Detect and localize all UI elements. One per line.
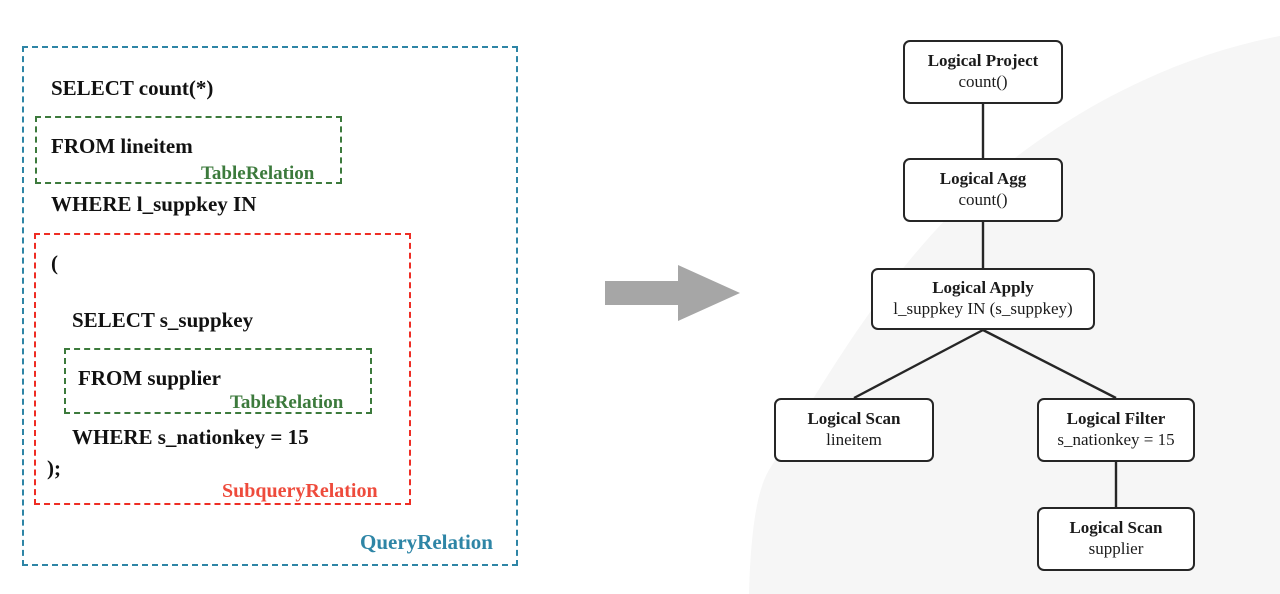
query-relation-label: QueryRelation bbox=[360, 530, 493, 554]
node-logical-project[interactable]: Logical Project count() bbox=[903, 40, 1063, 104]
transformation-arrow-icon bbox=[605, 265, 740, 321]
node-logical-scan-lineitem[interactable]: Logical Scan lineitem bbox=[774, 398, 934, 462]
node-logical-scan-supplier-sub: supplier bbox=[1088, 539, 1144, 558]
node-logical-apply-title: Logical Apply bbox=[932, 278, 1034, 298]
node-logical-project-title: Logical Project bbox=[927, 51, 1039, 71]
table-relation-label-lineitem: TableRelation bbox=[201, 163, 315, 184]
sql-line-open-paren: ( bbox=[51, 251, 58, 275]
table-relation-box-supplier bbox=[64, 348, 372, 414]
plan-edges bbox=[853, 104, 1118, 507]
node-logical-scan-lineitem-title: Logical Scan bbox=[807, 409, 901, 429]
node-logical-scan-lineitem-sub: lineitem bbox=[826, 430, 882, 449]
table-relation-label-supplier: TableRelation bbox=[230, 392, 344, 413]
sql-line-from-lineitem: FROM lineitem bbox=[51, 134, 193, 158]
sql-annotation-panel: SELECT count(*) FROM lineitem WHERE l_su… bbox=[0, 0, 600, 594]
node-logical-agg[interactable]: Logical Agg count() bbox=[903, 158, 1063, 222]
node-logical-filter[interactable]: Logical Filter s_nationkey = 15 bbox=[1037, 398, 1195, 462]
node-logical-agg-title: Logical Agg bbox=[939, 169, 1027, 189]
edge-apply-filter bbox=[982, 328, 1117, 400]
sql-line-select-count: SELECT count(*) bbox=[51, 76, 214, 100]
logical-plan-panel: Logical Project count() Logical Agg coun… bbox=[745, 0, 1280, 594]
node-logical-apply-sub: l_suppkey IN (s_suppkey) bbox=[893, 299, 1073, 318]
node-logical-project-sub: count() bbox=[958, 72, 1008, 91]
node-logical-filter-sub: s_nationkey = 15 bbox=[1057, 430, 1175, 449]
node-logical-scan-supplier[interactable]: Logical Scan supplier bbox=[1037, 507, 1195, 571]
subquery-relation-box bbox=[34, 233, 411, 505]
node-logical-filter-title: Logical Filter bbox=[1066, 409, 1166, 429]
query-relation-box bbox=[22, 46, 518, 566]
sql-line-where-nationkey: WHERE s_nationkey = 15 bbox=[72, 425, 309, 449]
sql-line-where-in: WHERE l_suppkey IN bbox=[51, 192, 257, 216]
table-relation-box-lineitem bbox=[35, 116, 342, 184]
sql-line-close-paren: ); bbox=[47, 456, 61, 480]
sql-line-select-suppkey: SELECT s_suppkey bbox=[72, 308, 254, 332]
edge-apply-scan-lineitem bbox=[853, 328, 984, 400]
subquery-relation-label: SubqueryRelation bbox=[222, 480, 378, 502]
sql-line-from-supplier: FROM supplier bbox=[78, 366, 221, 390]
node-logical-apply[interactable]: Logical Apply l_suppkey IN (s_suppkey) bbox=[871, 268, 1095, 330]
node-logical-scan-supplier-title: Logical Scan bbox=[1069, 518, 1163, 538]
node-logical-agg-sub: count() bbox=[958, 190, 1008, 209]
